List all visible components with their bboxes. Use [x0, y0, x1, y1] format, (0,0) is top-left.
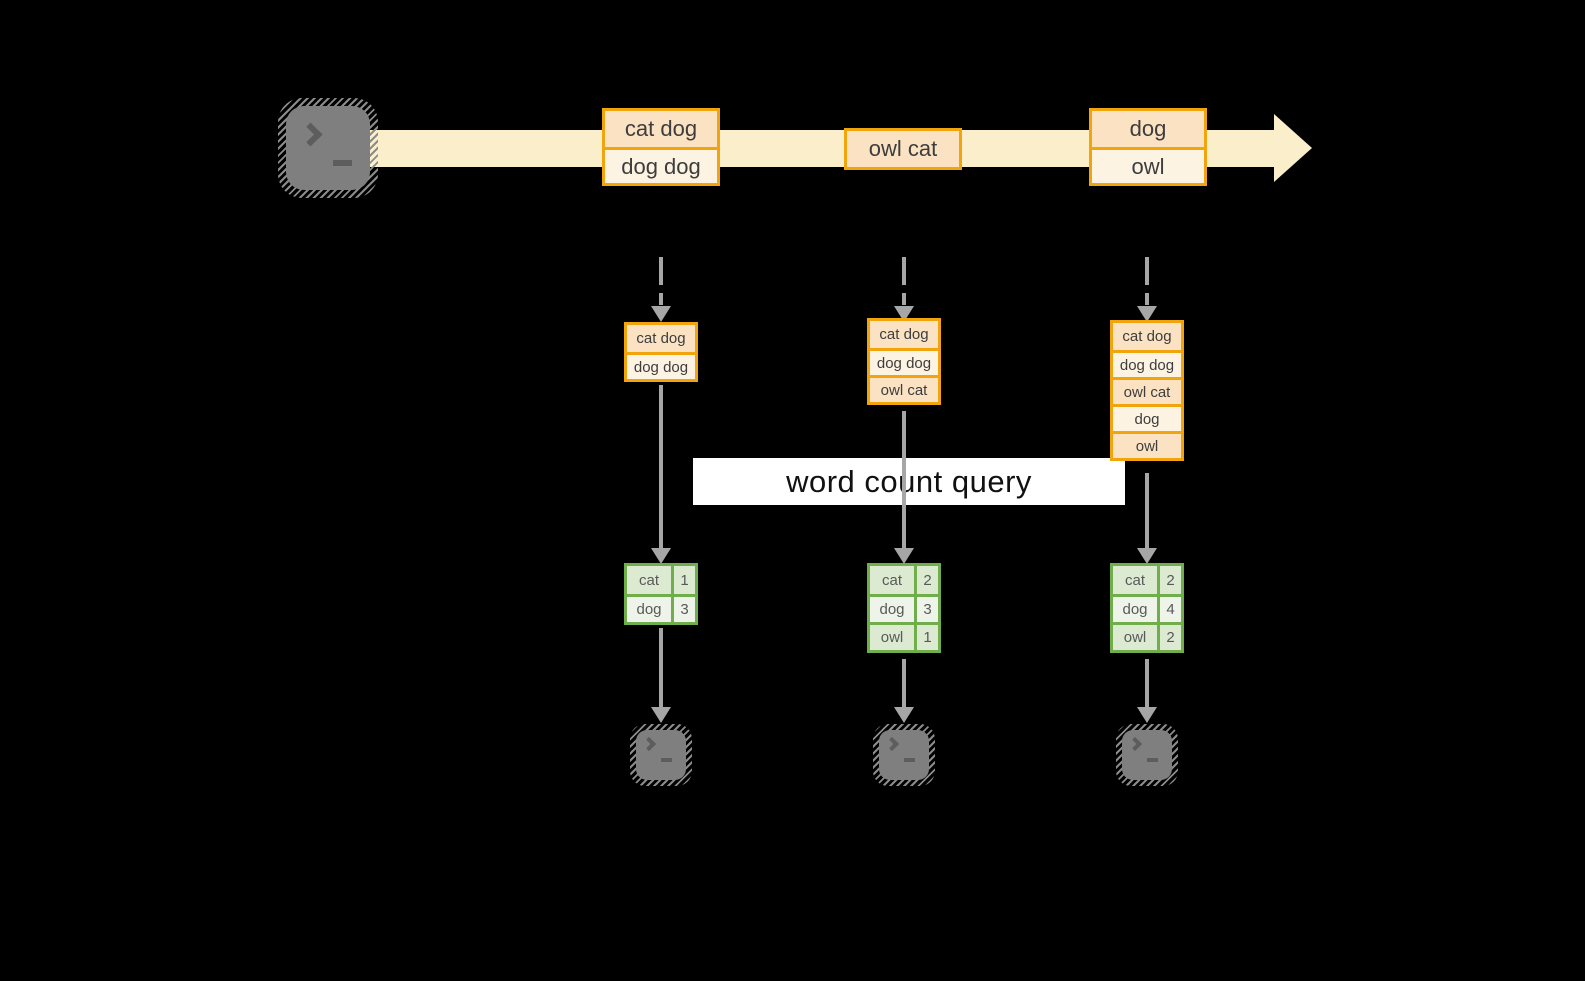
stream-arrow-head [1274, 114, 1312, 182]
word-cell: dog [627, 597, 671, 622]
buffered-records: cat dog dog dog owl cat dog owl [1110, 320, 1184, 461]
flow-arrow-head [651, 707, 671, 723]
stream-batch: cat dog dog dog [602, 108, 720, 186]
stream-batch: owl cat [844, 128, 962, 170]
prompt-underscore-icon [904, 758, 915, 762]
buffered-records: cat dog dog dog owl cat [867, 318, 941, 405]
record-row: cat dog [870, 321, 938, 348]
flow-arrow [659, 628, 663, 708]
terminal-sink-icon [1116, 724, 1178, 786]
record-row: dog dog [870, 348, 938, 375]
word-cell: dog [1113, 597, 1157, 622]
flow-arrow [659, 385, 663, 549]
stream-record: cat dog [605, 111, 717, 147]
record-row: dog dog [1113, 350, 1181, 377]
terminal-body [286, 106, 370, 190]
terminal-body [1122, 730, 1172, 780]
table-row: cat 2 [1113, 566, 1181, 594]
prompt-underscore-icon [1147, 758, 1158, 762]
record-row: owl cat [1113, 377, 1181, 404]
flow-arrow [902, 411, 906, 549]
flow-arrow-head [1137, 707, 1157, 723]
dashed-arrow-segment [1145, 293, 1149, 305]
buffered-records: cat dog dog dog [624, 322, 698, 382]
prompt-underscore-icon [661, 758, 672, 762]
dashed-arrow-segment [659, 257, 663, 285]
flow-arrow-head [894, 707, 914, 723]
flow-arrow [902, 659, 906, 708]
word-cell: owl [870, 625, 914, 650]
query-label: word count query [693, 458, 1125, 505]
word-count-table: cat 2 dog 3 owl 1 [867, 563, 941, 653]
table-row: dog 4 [1113, 594, 1181, 622]
record-row: cat dog [627, 325, 695, 352]
count-cell: 4 [1157, 597, 1181, 622]
count-cell: 3 [914, 597, 938, 622]
word-cell: dog [870, 597, 914, 622]
stream-batch: dog owl [1089, 108, 1207, 186]
count-cell: 2 [1157, 625, 1181, 650]
flow-arrow-head [894, 548, 914, 564]
dashed-arrow-segment [902, 293, 906, 305]
dashed-arrow-segment [902, 257, 906, 285]
stream-record: dog dog [605, 147, 717, 183]
stream-record: owl [1092, 147, 1204, 183]
dashed-arrow-segment [1145, 257, 1149, 285]
word-count-table: cat 2 dog 4 owl 2 [1110, 563, 1184, 653]
table-row: owl 1 [870, 622, 938, 650]
prompt-underscore-icon [333, 160, 352, 166]
record-row: dog dog [627, 352, 695, 379]
record-row: cat dog [1113, 323, 1181, 350]
flow-arrow [1145, 659, 1149, 708]
terminal-sink-icon [873, 724, 935, 786]
count-cell: 1 [671, 566, 695, 594]
word-cell: cat [627, 566, 671, 594]
table-row: dog 3 [870, 594, 938, 622]
terminal-body [636, 730, 686, 780]
dashed-arrow-head [651, 306, 671, 322]
count-cell: 3 [671, 597, 695, 622]
table-row: owl 2 [1113, 622, 1181, 650]
dashed-arrow-head [1137, 306, 1157, 322]
terminal-sink-icon [630, 724, 692, 786]
table-row: cat 1 [627, 566, 695, 594]
table-row: cat 2 [870, 566, 938, 594]
count-cell: 2 [1157, 566, 1181, 594]
count-cell: 2 [914, 566, 938, 594]
word-count-table: cat 1 dog 3 [624, 563, 698, 625]
record-row: owl [1113, 431, 1181, 458]
stream-record: dog [1092, 111, 1204, 147]
flow-arrow-head [651, 548, 671, 564]
stream-record: owl cat [847, 131, 959, 167]
terminal-body [879, 730, 929, 780]
terminal-source-icon [278, 98, 378, 198]
record-row: owl cat [870, 375, 938, 402]
table-row: dog 3 [627, 594, 695, 622]
record-row: dog [1113, 404, 1181, 431]
flow-arrow [1145, 473, 1149, 549]
count-cell: 1 [914, 625, 938, 650]
word-cell: cat [870, 566, 914, 594]
word-cell: cat [1113, 566, 1157, 594]
word-cell: owl [1113, 625, 1157, 650]
dashed-arrow-segment [659, 293, 663, 305]
flow-arrow-head [1137, 548, 1157, 564]
